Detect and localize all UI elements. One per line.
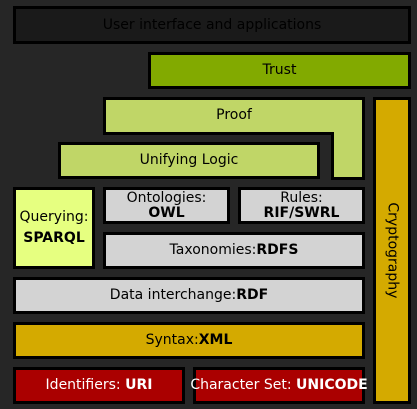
syntax-name: XML	[198, 332, 233, 349]
user-interface-layer: User interface and applications	[13, 6, 411, 44]
character-set-prefix: Character Set:	[190, 377, 297, 394]
identifiers-name: URI	[125, 377, 153, 394]
proof-label-box: Proof	[103, 97, 365, 132]
cryptography-label: Cryptography	[384, 202, 401, 299]
identifiers-prefix: Identifiers:	[45, 377, 126, 394]
proof-shape	[103, 97, 365, 180]
syntax-layer: Syntax:XML	[13, 322, 365, 359]
proof-label: Proof	[216, 106, 252, 123]
ontologies-name: OWL	[148, 204, 185, 221]
taxonomies-prefix: Taxonomies:	[169, 242, 257, 259]
rules-name: RIF/SWRL	[263, 204, 340, 221]
cryptography-layer: Cryptography	[373, 97, 411, 404]
syntax-prefix: Syntax:	[145, 332, 199, 349]
data-interchange-prefix: Data interchange:	[109, 287, 237, 304]
querying-prefix: Querying:	[19, 209, 89, 226]
character-set-layer: Character Set: UNICODE	[190, 367, 368, 404]
data-interchange-layer: Data interchange:RDF	[13, 277, 365, 314]
data-interchange-name: RDF	[236, 287, 269, 304]
user-interface-label: User interface and applications	[102, 16, 322, 33]
proof-layer	[103, 97, 365, 180]
taxonomies-layer: Taxonomies:RDFS	[103, 232, 365, 269]
querying-layer: Querying: SPARQL	[13, 187, 95, 269]
querying-name: SPARQL	[23, 230, 85, 246]
identifiers-layer: Identifiers: URI	[13, 367, 185, 404]
character-set-name: UNICODE	[296, 377, 368, 394]
trust-layer: Trust	[148, 52, 411, 89]
rules-layer: Rules: RIF/SWRL	[238, 187, 365, 224]
ontologies-layer: Ontologies: OWL	[103, 187, 230, 224]
rules-prefix: Rules:	[280, 189, 323, 206]
trust-label: Trust	[262, 62, 297, 79]
unifying-logic-label: Unifying Logic	[139, 152, 239, 169]
ontologies-prefix: Ontologies:	[126, 189, 207, 206]
taxonomies-name: RDFS	[256, 242, 299, 259]
unifying-logic-layer: Unifying Logic	[58, 142, 320, 179]
